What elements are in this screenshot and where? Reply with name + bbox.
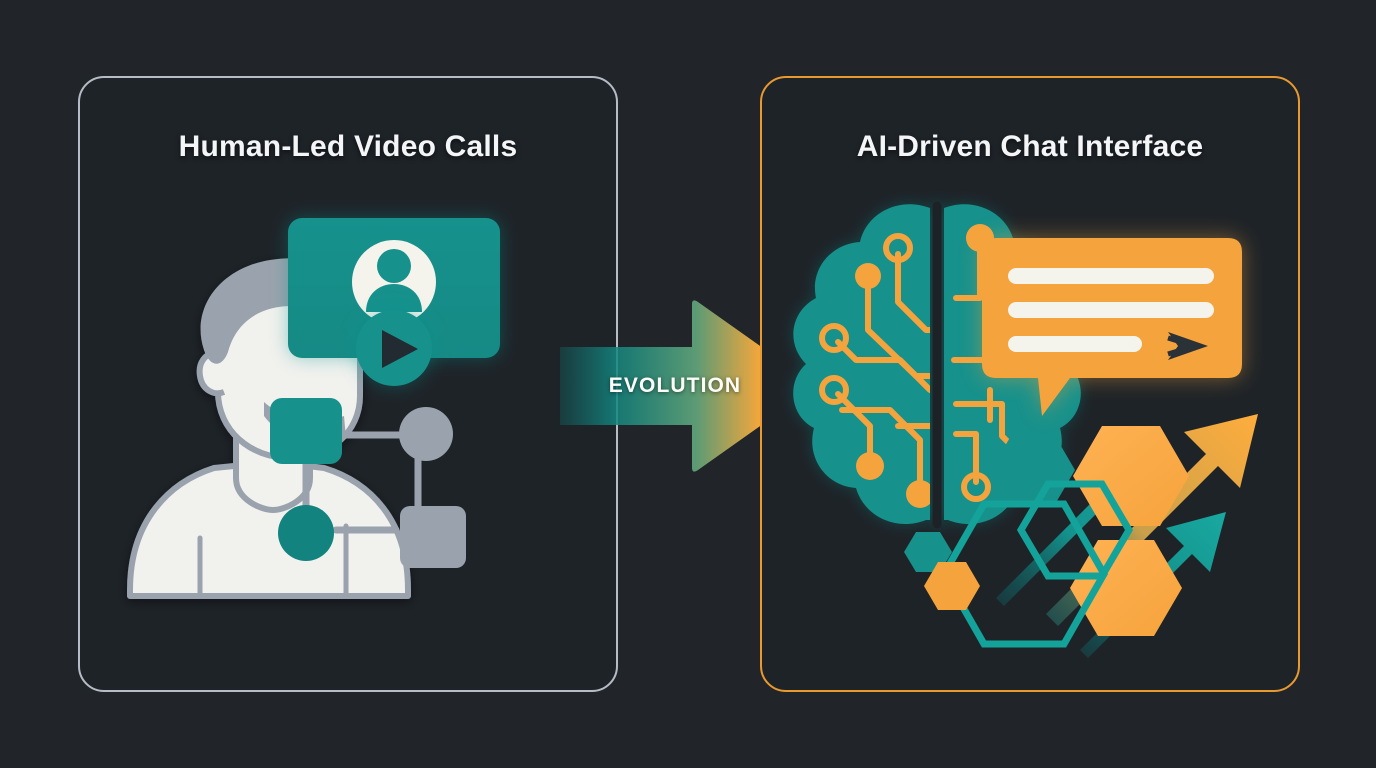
hex-teal-outline-2 xyxy=(1016,480,1134,580)
human-led-illustration xyxy=(127,218,500,599)
hex-teal-filled xyxy=(991,434,1075,506)
chat-line-2 xyxy=(1008,302,1214,318)
chat-bubble-icon xyxy=(982,238,1242,416)
hexagon-cluster-icon xyxy=(904,426,1189,648)
node-circle-teal xyxy=(278,505,334,561)
hex-orange-small xyxy=(924,562,980,610)
node-network-icon xyxy=(270,398,466,568)
panel-left-title: Human-Led Video Calls xyxy=(178,130,518,163)
hex-orange-lower xyxy=(1070,540,1182,636)
node-square-gray xyxy=(400,506,466,568)
chat-line-3 xyxy=(1008,336,1142,352)
chat-line-1 xyxy=(1008,268,1214,284)
send-arrow-icon xyxy=(1167,332,1208,360)
avatar-icon xyxy=(352,240,436,324)
ai-driven-illustration xyxy=(793,201,1258,658)
play-button-icon xyxy=(356,310,432,386)
circuit-traces-left xyxy=(835,251,930,493)
video-call-card-icon xyxy=(288,218,500,358)
node-square-teal xyxy=(270,398,342,464)
panel-right-title: AI-Driven Chat Interface xyxy=(856,130,1204,163)
node-circle-gray xyxy=(399,407,453,461)
hex-orange-large xyxy=(1073,426,1189,526)
circuit-nodes-left xyxy=(819,233,930,508)
right-arrow-icon xyxy=(560,300,808,472)
